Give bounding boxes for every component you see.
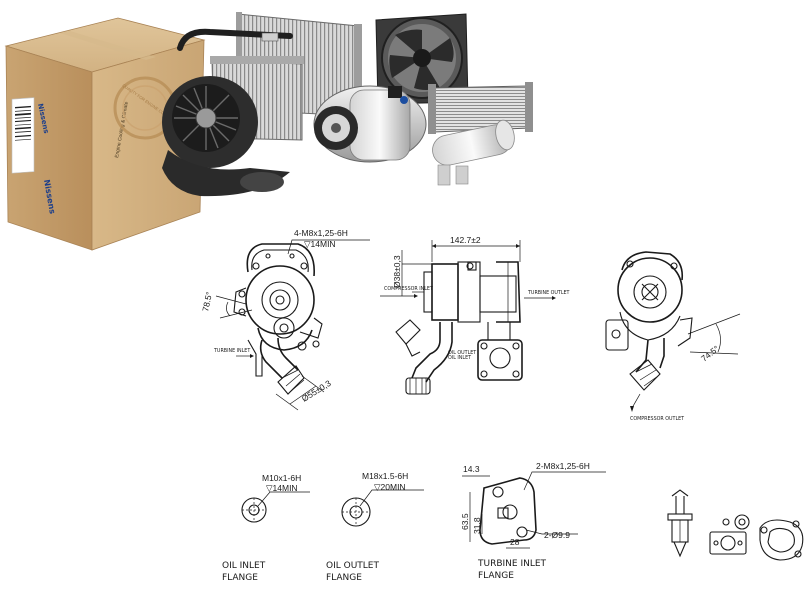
oil-inlet-thread: M10x1-6H bbox=[262, 473, 301, 483]
oil-outlet-label: OIL OUTLET bbox=[448, 350, 476, 356]
oil-inlet-flange: M10x1-6H ▽14MIN OIL INLET FLANGE bbox=[222, 473, 310, 583]
outlet-diameter: Ø55±0,3 bbox=[300, 378, 333, 404]
oil-outlet-flange: M18x1.5-6H ▽20MIN OIL OUTLET FLANGE bbox=[326, 471, 424, 583]
length-dim: 142.7±2 bbox=[450, 235, 481, 245]
flange-dim-side-inner: 31.8 bbox=[472, 517, 482, 534]
oil-pipe-accessory-icon bbox=[667, 489, 693, 558]
flange-dim-bottom: 28 bbox=[510, 537, 520, 547]
oil-inlet-label: OIL INLET bbox=[448, 355, 471, 361]
flange-dim-top: 14.3 bbox=[463, 464, 480, 474]
receiver-drier-image bbox=[432, 119, 515, 186]
flange-hole: 2-Ø9.9 bbox=[544, 530, 570, 540]
flange-dim-side-outer: 63.5 bbox=[460, 513, 470, 530]
compressor-inlet-label: COMPRESSOR INLET bbox=[384, 286, 433, 292]
turbine-gasket-icon bbox=[759, 519, 804, 561]
turbo-drawing-side: OIL OUTLET OIL INLET COMPRESSOR INLET TU… bbox=[380, 235, 570, 395]
thread-callout: 4-M8x1,25-6H bbox=[294, 228, 348, 238]
oil-outlet-thread: M18x1.5-6H bbox=[362, 471, 408, 481]
oil-outlet-caption-2: FLANGE bbox=[326, 573, 362, 583]
flange-thread: 2-M8x1,25-6H bbox=[536, 461, 590, 471]
turbine-inlet-caption-2: FLANGE bbox=[478, 571, 514, 581]
ac-compressor-image bbox=[313, 85, 427, 163]
oil-outlet-depth: ▽20MIN bbox=[374, 482, 406, 492]
diameter-dim: Ø38±0,3 bbox=[392, 255, 402, 288]
oil-inlet-caption-2: FLANGE bbox=[222, 573, 258, 583]
turbine-inlet-label: TURBINE INLET bbox=[213, 348, 250, 354]
thread-depth: ▽14MIN bbox=[304, 239, 336, 249]
cooling-fan-image bbox=[375, 13, 469, 105]
oil-inlet-caption: OIL INLET bbox=[222, 561, 266, 571]
angle-right: 74.5° bbox=[699, 343, 721, 363]
gasket-accessory-icon bbox=[709, 514, 750, 555]
turbine-outlet-label: TURBINE OUTLET bbox=[527, 290, 570, 296]
turbine-inlet-caption: TURBINE INLET bbox=[477, 559, 547, 569]
compressor-outlet-label: COMPRESSOR OUTLET bbox=[630, 416, 684, 422]
blower-motor-image bbox=[162, 76, 290, 197]
turbo-drawing-rear: 74.5° COMPRESSOR OUTLET bbox=[605, 251, 741, 422]
turbine-inlet-flange: 14.3 2-M8x1,25-6H 63.5 31.8 28 2-Ø9.9 TU… bbox=[460, 461, 606, 581]
heater-core-image bbox=[428, 82, 533, 134]
oil-inlet-depth: ▽14MIN bbox=[266, 483, 298, 493]
turbo-drawing-front: 4-M8x1,25-6H ▽14MIN 78.5° TURBINE INLET … bbox=[200, 228, 370, 411]
oil-outlet-caption: OIL OUTLET bbox=[326, 561, 379, 571]
angle-left: 78.5° bbox=[200, 291, 214, 313]
product-photo: Nissens Nissens Engine Cooling & Climate… bbox=[4, 12, 533, 251]
